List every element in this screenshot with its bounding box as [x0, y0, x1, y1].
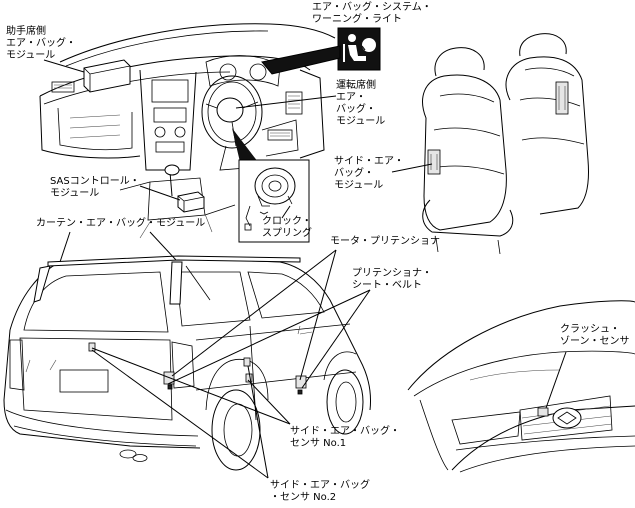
label-side-sensor-2: サイド・エア・バッグ ・センサ No.2 — [270, 480, 370, 504]
vehicle-rear-illustration — [3, 255, 371, 471]
label-curtain-module-line1: カーテン・エア・バッグ・モジュール — [36, 218, 206, 229]
label-passenger-module-line3: モジュール — [6, 50, 56, 61]
label-passenger-module-line1: 助手席側 — [6, 26, 46, 37]
label-crash-zone: クラッシュ・ ゾーン・センサ — [560, 324, 630, 348]
label-side-sensor-2-line1: サイド・エア・バッグ — [270, 480, 370, 491]
label-driver-module: 運転席側 エア・ バッグ・ モジュール — [336, 80, 385, 128]
label-driver-module-line1: 運転席側 — [336, 80, 376, 91]
leader-lines — [43, 59, 567, 479]
label-curtain-module: カーテン・エア・バッグ・モジュール — [36, 218, 205, 230]
label-side-module-line3: モジュール — [334, 180, 384, 191]
label-warning-light: エア・バッグ・システム・ ワーニング・ライト — [312, 2, 432, 26]
label-sas-module-line1: SASコントロール・ — [50, 176, 140, 187]
warning-light-pointer — [261, 45, 341, 75]
label-passenger-module: 助手席側 エア・バッグ・ モジュール — [6, 26, 76, 62]
label-driver-module-line4: モジュール — [336, 116, 386, 127]
label-warning-light-line1: エア・バッグ・システム・ — [312, 2, 432, 13]
label-pretensioner-belt: プリテンショナ・ シート・ベルト — [352, 268, 432, 292]
label-warning-light-line2: ワーニング・ライト — [312, 14, 402, 25]
seats-illustration — [422, 33, 589, 255]
label-side-sensor-1-line1: サイド・エア・バッグ・ — [290, 426, 400, 437]
clock-spring-inset — [232, 128, 310, 243]
label-crash-zone-line2: ゾーン・センサ — [560, 336, 630, 347]
dashboard-illustration — [39, 23, 336, 239]
label-driver-module-line3: バッグ・ — [336, 104, 376, 115]
airbag-warning-icon — [337, 27, 381, 71]
label-side-module-line1: サイド・エア・ — [334, 156, 404, 167]
label-driver-module-line2: エア・ — [336, 92, 366, 103]
label-side-module: サイド・エア・ バッグ・ モジュール — [334, 156, 404, 192]
label-motor-pretensioner-line1: モータ・プリテンショナ — [330, 236, 440, 247]
label-side-sensor-1: サイド・エア・バッグ・ センサ No.1 — [290, 426, 400, 450]
label-pretensioner-belt-line1: プリテンショナ・ — [352, 268, 432, 279]
label-side-sensor-1-line2: センサ No.1 — [290, 438, 347, 449]
label-crash-zone-line1: クラッシュ・ — [560, 324, 620, 335]
label-sas-module-line2: モジュール — [50, 188, 100, 199]
label-clock-spring-line2: スプリング — [262, 228, 312, 239]
label-sas-module: SASコントロール・ モジュール — [50, 176, 140, 200]
label-side-sensor-2-line2: ・センサ No.2 — [270, 492, 337, 503]
label-motor-pretensioner: モータ・プリテンショナ — [330, 236, 440, 248]
label-side-module-line2: バッグ・ — [334, 168, 374, 179]
label-pretensioner-belt-line2: シート・ベルト — [352, 280, 422, 291]
vehicle-front-illustration — [407, 300, 635, 473]
label-clock-spring-line1: クロック・ — [262, 216, 312, 227]
label-passenger-module-line2: エア・バッグ・ — [6, 38, 76, 49]
label-clock-spring: クロック・ スプリング — [262, 216, 312, 240]
